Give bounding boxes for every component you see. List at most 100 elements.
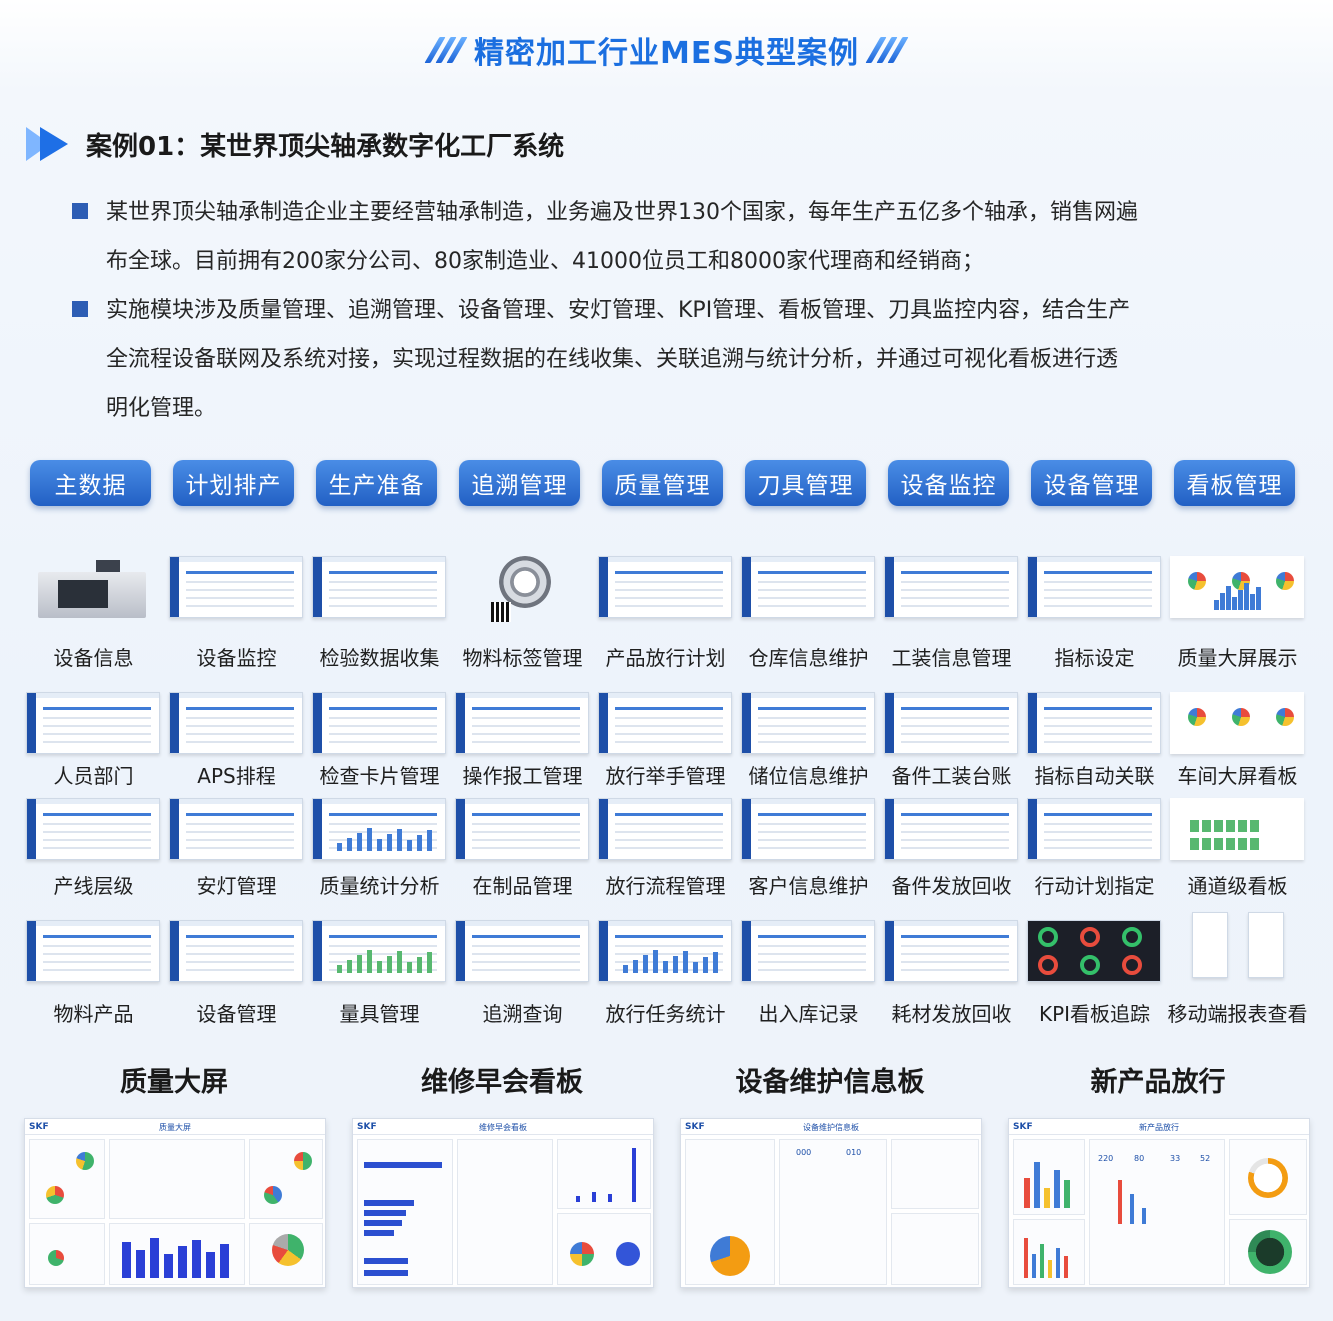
- module-label: 放行流程管理: [605, 874, 726, 898]
- module-screenshot: [1027, 798, 1161, 860]
- module-screenshot: [884, 920, 1018, 982]
- pie-chart-icon: [570, 1242, 594, 1266]
- module-screenshot: [741, 692, 875, 754]
- module-screenshot: [455, 920, 589, 982]
- slash-decoration-icon: [424, 37, 468, 63]
- module-label: 移动端报表查看: [1167, 1002, 1308, 1026]
- np-value-4: 52: [1200, 1154, 1211, 1163]
- slash-decoration-icon: [865, 37, 909, 63]
- module-screenshot: [884, 692, 1018, 754]
- bullet-item: 实施模块涉及质量管理、追溯管理、设备管理、安灯管理、KPI管理、看板管理、刀具监…: [72, 286, 1282, 433]
- pie-chart-icon: [46, 1186, 64, 1204]
- module-label: 客户信息维护: [748, 874, 869, 898]
- module-label: 物料产品: [53, 1002, 134, 1026]
- tab-production-prep[interactable]: 生产准备: [316, 460, 437, 506]
- module-screenshot: [455, 798, 589, 860]
- maint-count-b: 010: [846, 1148, 862, 1157]
- bullet-line: 实施模块涉及质量管理、追溯管理、设备管理、安灯管理、KPI管理、看板管理、刀具监…: [106, 298, 1131, 323]
- board-title-maintenance-meeting: 维修早会看板: [421, 1067, 583, 1098]
- tab-planning[interactable]: 计划排产: [173, 460, 294, 506]
- module-label: 物料标签管理: [462, 646, 583, 670]
- donut-chart-icon: [1248, 1230, 1292, 1274]
- pie-chart-icon: [272, 1234, 304, 1266]
- module-label: 设备信息: [53, 646, 134, 670]
- module-screenshot: [741, 556, 875, 618]
- skf-logo: SKF: [29, 1122, 49, 1132]
- module-screenshot: [884, 556, 1018, 618]
- case-title-block: 案例01：某世界顶尖轴承数字化工厂系统: [26, 124, 564, 164]
- module-screenshot: [1027, 920, 1161, 982]
- pie-chart-icon: [76, 1152, 94, 1170]
- module-screenshot: [1027, 692, 1161, 754]
- bullet-line: 明化管理。: [106, 396, 217, 421]
- module-screenshot: [312, 556, 446, 618]
- case-title: 案例01：某世界顶尖轴承数字化工厂系统: [86, 131, 565, 162]
- bullet-item: 某世界顶尖轴承制造企业主要经营轴承制造，业务遍及世界130个国家，每年生产五亿多…: [72, 188, 1282, 286]
- tab-tooling[interactable]: 刀具管理: [745, 460, 866, 506]
- pie-chart-icon: [616, 1242, 640, 1266]
- module-label: 追溯查询: [482, 1002, 563, 1026]
- module-label: 质量统计分析: [319, 874, 440, 898]
- tab-equipment-management[interactable]: 设备管理: [1031, 460, 1152, 506]
- module-label: 在制品管理: [472, 874, 573, 898]
- module-label: 产线层级: [53, 874, 134, 898]
- board-title-new-product: 新产品放行: [1090, 1067, 1226, 1098]
- module-label: APS排程: [197, 764, 276, 788]
- module-screenshot: [169, 556, 303, 618]
- tab-dashboard[interactable]: 看板管理: [1174, 460, 1295, 506]
- pie-chart-icon: [264, 1186, 282, 1204]
- module-label: 仓库信息维护: [748, 646, 869, 670]
- donut-chart-icon: [1248, 1158, 1288, 1198]
- module-screenshot: [1170, 798, 1304, 860]
- tab-traceability[interactable]: 追溯管理: [459, 460, 580, 506]
- module-label: KPI看板追踪: [1038, 1002, 1151, 1026]
- play-arrow-icon: [26, 124, 72, 164]
- tab-equipment-monitor[interactable]: 设备监控: [888, 460, 1009, 506]
- module-screenshot: [741, 920, 875, 982]
- skf-logo: SKF: [357, 1122, 377, 1132]
- module-screenshot: [312, 798, 446, 860]
- module-label: 备件工装台账: [891, 764, 1012, 788]
- tab-quality[interactable]: 质量管理: [602, 460, 723, 506]
- mobile-screen-icon: [1192, 912, 1228, 978]
- module-label: 质量大屏展示: [1177, 646, 1298, 670]
- module-screenshot: [312, 692, 446, 754]
- module-label: 车间大屏看板: [1177, 764, 1298, 788]
- module-label: 行动计划指定: [1034, 874, 1155, 898]
- maint-count-a: 000: [796, 1148, 812, 1157]
- mobile-screen-icon: [1248, 912, 1284, 978]
- tab-master-data[interactable]: 主数据: [30, 460, 151, 506]
- board-header: 设备维护信息板: [803, 1123, 859, 1132]
- module-screenshot: [1027, 556, 1161, 618]
- module-screenshot: [169, 920, 303, 982]
- module-label: 检验数据收集: [319, 646, 440, 670]
- skf-logo: SKF: [1013, 1122, 1033, 1132]
- module-label: 检查卡片管理: [319, 764, 440, 788]
- module-screenshot: [598, 798, 732, 860]
- module-label: 备件发放回收: [891, 874, 1012, 898]
- module-screenshot: [26, 798, 160, 860]
- pie-chart-icon: [48, 1250, 64, 1266]
- module-screenshot: [598, 692, 732, 754]
- board-title-quality: 质量大屏: [120, 1067, 228, 1098]
- module-label: 放行任务统计: [605, 1002, 726, 1026]
- square-bullet-icon: [72, 301, 88, 317]
- module-label: 指标设定: [1054, 646, 1135, 670]
- module-label: 耗材发放回收: [891, 1002, 1012, 1026]
- module-label: 出入库记录: [758, 1002, 859, 1026]
- bearing-icon: [499, 556, 551, 608]
- module-screenshot: [884, 798, 1018, 860]
- board-header: 新产品放行: [1139, 1123, 1179, 1132]
- module-label: 通道级看板: [1187, 874, 1288, 898]
- module-label: 指标自动关联: [1034, 764, 1155, 788]
- module-label: 设备管理: [196, 1002, 277, 1026]
- module-label: 储位信息维护: [748, 764, 869, 788]
- module-screenshot: [598, 556, 732, 618]
- np-value-3: 33: [1170, 1154, 1181, 1163]
- module-screenshot: [26, 692, 160, 754]
- page-header: 精密加工行业MES典型案例: [0, 26, 1333, 74]
